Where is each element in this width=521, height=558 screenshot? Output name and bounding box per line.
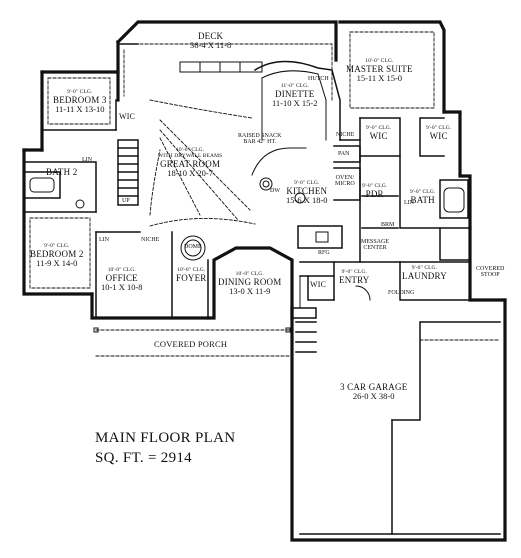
ceiling-height: 9'-0" CLG. xyxy=(67,89,93,95)
ceiling-height: 10'-0" CLG. xyxy=(176,147,205,153)
room-name: PDR xyxy=(365,188,384,199)
label-wic-master-1: 9'-0" CLG. WIC xyxy=(366,125,392,141)
label-dome: DOME xyxy=(184,244,202,250)
room-name: FOYER xyxy=(176,272,207,283)
room-kitchen: 9'-0" CLG. KITCHEN 15-6 X 18-0 xyxy=(286,180,328,206)
room-dimensions: 10-1 X 10-8 xyxy=(101,282,143,293)
ceiling-height: 9'-0" CLG. xyxy=(426,125,452,131)
room-pdr: 9'-0" CLG. PDR xyxy=(362,183,388,199)
label-lin-bath2: LIN xyxy=(82,157,92,163)
ceiling-height: 10'-0" CLG. xyxy=(177,267,206,273)
ceiling-height: 9'-0" CLG. xyxy=(44,243,70,249)
ceiling-height: 10'-0" CLG. xyxy=(365,58,394,64)
room-name: BEDROOM 2 xyxy=(30,248,84,259)
dashed-lines xyxy=(29,31,501,357)
label-text: WIC xyxy=(369,130,388,141)
label-niche-kitchen: NICHE xyxy=(336,132,355,138)
label-broom: BRM xyxy=(381,222,395,228)
label-niche-office: NICHE xyxy=(141,237,160,243)
exterior-walls xyxy=(22,20,507,542)
ceiling-height: 9'-0" CLG. xyxy=(294,180,320,186)
room-office: 10'-0" CLG. OFFICE 10-1 X 10-8 xyxy=(101,267,143,293)
label-lin-office: LIN xyxy=(99,237,109,243)
room-dimensions: 13-0 X 11-9 xyxy=(229,286,271,297)
fixtures xyxy=(29,61,465,333)
label-covered-stoop: COVERED STOOP xyxy=(476,266,505,279)
room-name: ENTRY xyxy=(339,274,370,285)
room-bedroom-2: 9'-0" CLG. BEDROOM 2 11-9 X 14-0 xyxy=(30,243,84,269)
room-name: KITCHEN xyxy=(286,185,328,196)
room-foyer: 10'-0" CLG. FOYER xyxy=(176,267,207,283)
label-wic-master-2: 9'-0" CLG. WIC xyxy=(426,125,452,141)
label-covered-porch: COVERED PORCH xyxy=(154,339,228,349)
room-dimensions: 36-4 X 11-8 xyxy=(190,40,232,51)
room-bath-2: BATH 2 xyxy=(46,167,78,177)
ceiling-height: 9'-0" CLG. xyxy=(341,269,367,275)
label-oven-micro: OVEN/ MICRO xyxy=(335,175,355,188)
room-deck: DECK 36-4 X 11-8 xyxy=(190,31,232,51)
ceiling-height: 9'-0" CLG. xyxy=(411,265,438,271)
label-refrigerator: RFG xyxy=(318,250,330,256)
label-dishwasher: DW xyxy=(270,188,280,194)
plan-square-footage: SQ. FT. = 2914 xyxy=(95,449,192,466)
ceiling-height: 9'-0" CLG. xyxy=(366,125,392,131)
room-dining-room: 10'-0" CLG. DINING ROOM 13-0 X 11-9 xyxy=(218,271,282,297)
room-name: BATH xyxy=(410,194,435,205)
room-dimensions: 11-10 X 15-2 xyxy=(272,98,318,109)
ceiling-height: 11'-0" CLG. xyxy=(280,83,309,89)
room-name: LAUNDRY xyxy=(402,270,447,281)
label-pan: PAN xyxy=(338,151,350,157)
label-lin-bath: LIN xyxy=(404,200,414,206)
room-laundry: 9'-0" CLG. LAUNDRY xyxy=(402,265,447,281)
room-name: DINETTE xyxy=(275,88,315,99)
label-message-center: MESSAGE CENTER xyxy=(361,239,390,252)
label-folding: FOLDING xyxy=(388,290,415,296)
room-dinette: 11'-0" CLG. DINETTE 11-10 X 15-2 xyxy=(272,83,318,109)
label-wic-bed3: WIC xyxy=(119,112,136,121)
ceiling-height: 10'-0" CLG. xyxy=(235,271,264,277)
room-name: MASTER SUITE xyxy=(346,63,413,74)
room-dimensions: 11-9 X 14-0 xyxy=(36,258,78,269)
ceiling-note: WITH DRYWALL BEAMS xyxy=(158,152,223,159)
room-name: BEDROOM 3 xyxy=(53,94,107,105)
room-great-room: 10'-0" CLG. WITH DRYWALL BEAMS GREAT ROO… xyxy=(158,147,223,178)
label-text: WIC xyxy=(429,130,448,141)
plan-title: MAIN FLOOR PLAN xyxy=(95,430,236,446)
label-hutch: HUTCH xyxy=(308,76,329,82)
room-garage: 3 CAR GARAGE 26-0 X 38-0 xyxy=(340,382,408,402)
room-entry: 9'-0" CLG. ENTRY xyxy=(339,269,370,285)
room-name: OFFICE xyxy=(105,272,138,283)
room-name: GREAT ROOM xyxy=(160,158,221,169)
room-name: BATH 2 xyxy=(46,167,78,177)
label-wic-entry: WIC xyxy=(310,280,327,289)
room-dimensions: 15-6 X 18-0 xyxy=(286,195,328,206)
plan-title-block: MAIN FLOOR PLAN SQ. FT. = 2914 xyxy=(95,429,235,468)
room-master-bath: 9'-0" CLG. BATH xyxy=(410,189,436,205)
room-name: DECK xyxy=(197,31,224,41)
room-master-suite: 10'-0" CLG. MASTER SUITE 15-11 X 15-0 xyxy=(346,58,413,84)
ceiling-height: 9'-0" CLG. xyxy=(410,189,436,195)
ceiling-height: 10'-0" CLG. xyxy=(107,267,136,273)
room-dimensions: 26-0 X 38-0 xyxy=(352,391,395,402)
room-name: 3 CAR GARAGE xyxy=(340,382,408,392)
room-dimensions: 15-11 X 15-0 xyxy=(356,73,403,84)
label-stair-up: UP xyxy=(122,198,130,204)
room-name: DINING ROOM xyxy=(218,276,282,287)
label-raised-snack-bar: RAISED SNACK BAR 42" HT. xyxy=(238,133,282,146)
room-bedroom-3: 9'-0" CLG. BEDROOM 3 11-11 X 13-10 xyxy=(53,89,107,115)
room-dimensions: 11-11 X 13-10 xyxy=(55,104,105,115)
room-dimensions: 18-10 X 20-7 xyxy=(167,167,214,178)
ceiling-height: 9'-0" CLG. xyxy=(362,183,388,189)
interior-walls xyxy=(23,43,501,535)
